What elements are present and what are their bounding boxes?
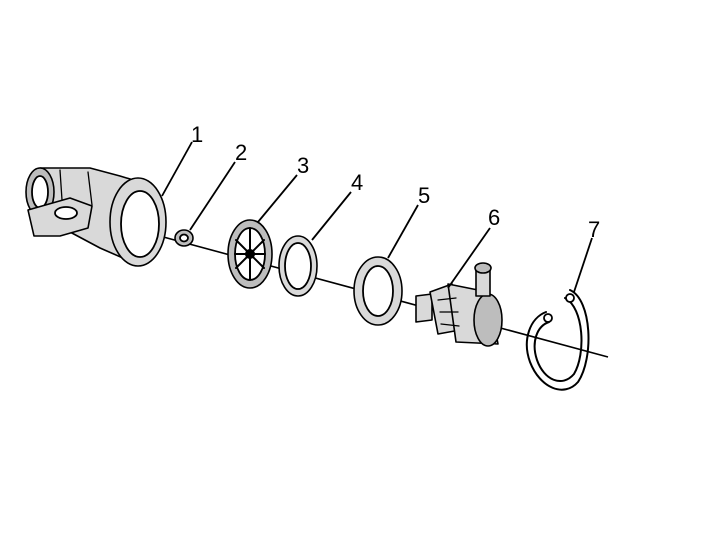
callout-4: 4 bbox=[351, 170, 363, 195]
part-1-housing bbox=[25, 167, 167, 267]
callout-1: 1 bbox=[191, 122, 203, 147]
part-5-ring bbox=[353, 256, 403, 326]
callout-5: 5 bbox=[418, 183, 430, 208]
leader-5 bbox=[387, 204, 419, 259]
part-4-seal-ring bbox=[278, 235, 318, 297]
leader-1 bbox=[161, 141, 193, 197]
part-7-snap-ring bbox=[525, 289, 590, 391]
leader-4 bbox=[311, 191, 352, 241]
callout-3: 3 bbox=[297, 153, 309, 178]
leader-6 bbox=[447, 227, 491, 289]
leader-3 bbox=[257, 174, 298, 223]
leader-7 bbox=[573, 237, 593, 293]
part-6-valve-body bbox=[415, 262, 503, 347]
leader-2 bbox=[189, 161, 236, 231]
callout-7: 7 bbox=[588, 217, 600, 242]
part-2-nut bbox=[174, 229, 194, 247]
callout-6: 6 bbox=[488, 205, 500, 230]
part-3-valve-disc bbox=[227, 219, 273, 289]
callout-2: 2 bbox=[235, 140, 247, 165]
